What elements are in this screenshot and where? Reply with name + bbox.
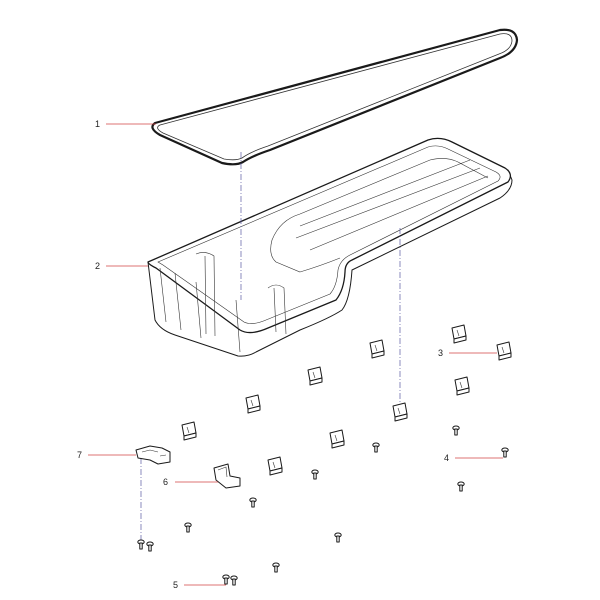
- clamp: [369, 339, 385, 359]
- clamp: [307, 366, 323, 386]
- clamp: [454, 376, 470, 396]
- bracket-part: [213, 463, 241, 489]
- clamp: [496, 341, 512, 361]
- callout-labels: 1 2 3 4 5 6 7: [77, 119, 449, 590]
- callout-label-7: 7: [77, 450, 82, 460]
- screw: [184, 522, 192, 533]
- clamp: [392, 402, 408, 422]
- screw: [137, 539, 145, 550]
- callout-label-6: 6: [163, 477, 168, 487]
- callout-label-1: 1: [95, 119, 100, 129]
- clamp: [245, 394, 261, 414]
- screw-group: [137, 425, 509, 586]
- clamp: [329, 429, 345, 449]
- screw: [146, 541, 154, 552]
- clamp: [267, 456, 283, 476]
- screw: [457, 481, 465, 492]
- bracket-long-part: [135, 445, 171, 465]
- callout-label-2: 2: [95, 261, 100, 271]
- gasket-part: [151, 28, 519, 166]
- oil-pan-part: [147, 137, 513, 357]
- screw: [230, 575, 238, 586]
- clamp-group: [181, 324, 512, 476]
- screw: [372, 442, 380, 453]
- screw: [452, 425, 460, 436]
- leader-lines: [88, 123, 503, 586]
- screw: [272, 562, 280, 573]
- screw: [334, 532, 342, 543]
- callout-label-4: 4: [444, 453, 449, 463]
- clamp: [181, 421, 197, 441]
- assembly-axes: [140, 152, 401, 545]
- callout-label-3: 3: [438, 348, 443, 358]
- screw: [501, 447, 509, 458]
- screw: [249, 497, 257, 508]
- screw: [222, 574, 230, 585]
- callout-label-5: 5: [173, 580, 178, 590]
- clamp: [451, 324, 467, 344]
- screw: [311, 469, 319, 480]
